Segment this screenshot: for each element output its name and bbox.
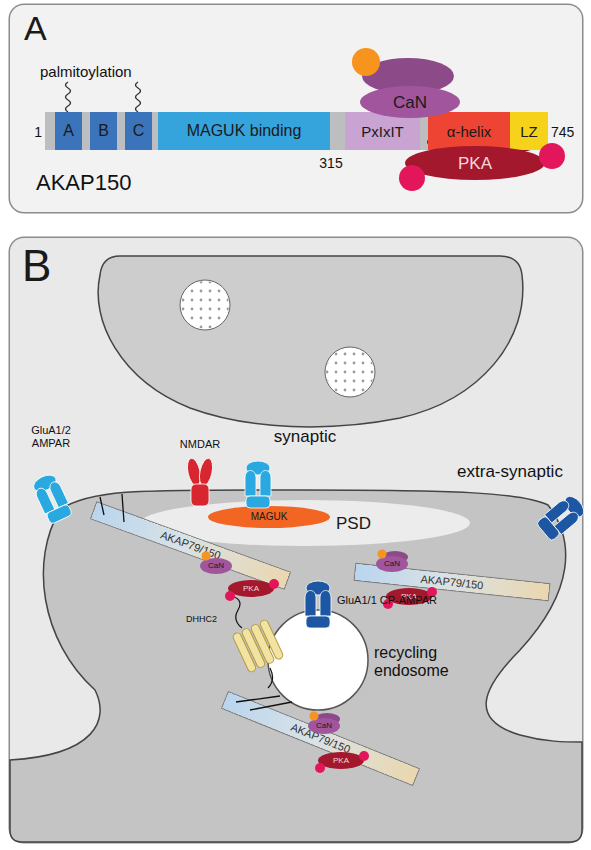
- node-text: B: [98, 123, 109, 139]
- annotation: palmitoylation: [40, 63, 180, 80]
- node-text: α-helix: [447, 124, 492, 139]
- domain-box: C: [125, 112, 152, 150]
- enzyme-label: DHHC2: [186, 614, 236, 624]
- cp-ampa-receptor: [305, 581, 331, 628]
- node-text: CaN: [316, 722, 332, 730]
- region-label: synaptic: [255, 427, 355, 447]
- domain-box: LZ: [510, 112, 548, 150]
- pka-ellipse: PKA: [228, 580, 274, 597]
- pka-catalytic: [359, 751, 369, 761]
- synaptic-vesicle: [325, 347, 375, 397]
- receptor-label: GluA1/2 AMPAR: [20, 424, 82, 449]
- node-text: LZ: [520, 124, 538, 139]
- node-text: PKA: [333, 757, 349, 765]
- organelle-label: recycling endosome: [374, 644, 466, 681]
- ellipse-shape: [228, 580, 274, 597]
- calmodulin: [378, 550, 387, 559]
- calcineurin-ellipse: CaN: [360, 86, 460, 118]
- node-text: PKA: [458, 155, 492, 172]
- node-text: C: [133, 123, 145, 139]
- ellipse-shape: [200, 558, 232, 574]
- pka-catalytic: [269, 579, 279, 589]
- residue-number: 745: [551, 124, 585, 140]
- vesicle-content: [326, 348, 374, 396]
- ellipse-shape: [208, 506, 330, 528]
- ellipse-shape: [318, 752, 364, 769]
- maguk-ellipse: MAGUK: [208, 506, 330, 528]
- calmodulin: [202, 552, 211, 561]
- node-text: A: [63, 123, 74, 139]
- receptor-label: GluA1/1 CP-AMPAR: [337, 594, 447, 607]
- residue-number: 1: [22, 124, 42, 140]
- region-label: extra-synaptic: [440, 462, 580, 482]
- node-text: PKA: [243, 585, 259, 593]
- ellipse-shape: [405, 146, 545, 180]
- synaptic-vesicle: [180, 280, 230, 330]
- ellipse-shape: [376, 556, 408, 572]
- panel-letter: A: [24, 11, 582, 45]
- enzyme-tail: [232, 596, 273, 688]
- pka-catalytic: [399, 165, 425, 191]
- node-text: CaN: [384, 560, 400, 568]
- domain-box: B: [90, 112, 117, 150]
- calmodulin: [352, 48, 380, 76]
- ellipse-shape: [360, 86, 460, 118]
- node-text: PxIxIT: [361, 124, 404, 139]
- dhhc2-enzyme: [232, 619, 284, 673]
- node-text: CaN: [393, 94, 427, 111]
- pka-ellipse: PKA: [318, 752, 364, 769]
- calcineurin-ellipse: CaN: [200, 558, 232, 574]
- pka-catalytic: [225, 591, 235, 601]
- protein-name: AKAP150: [36, 170, 156, 195]
- pka-catalytic: [539, 143, 565, 169]
- calcineurin-ellipse: CaN: [376, 556, 408, 572]
- protein-track: [45, 112, 548, 150]
- panel-letter: B: [22, 244, 582, 288]
- calcineurin-ellipse: CaN: [308, 718, 340, 734]
- pka-ellipse: PKA: [405, 146, 545, 180]
- node-text: CaN: [208, 562, 224, 570]
- domain-box: A: [55, 112, 82, 150]
- domain-box: α-helix: [428, 112, 510, 150]
- residue-number: 315: [314, 155, 348, 171]
- dendritic-spine: [10, 490, 582, 842]
- node-text: MAGUK binding: [187, 123, 302, 139]
- ellipse-shape: [308, 718, 340, 734]
- node-text: PSD: [336, 515, 371, 532]
- node-text: MAGUK: [251, 512, 288, 522]
- receptor-label: NMDAR: [172, 438, 228, 451]
- calmodulin: [310, 712, 319, 721]
- domain-box: MAGUK binding: [158, 112, 330, 150]
- vesicle-content: [181, 281, 229, 329]
- pka-catalytic: [315, 763, 325, 773]
